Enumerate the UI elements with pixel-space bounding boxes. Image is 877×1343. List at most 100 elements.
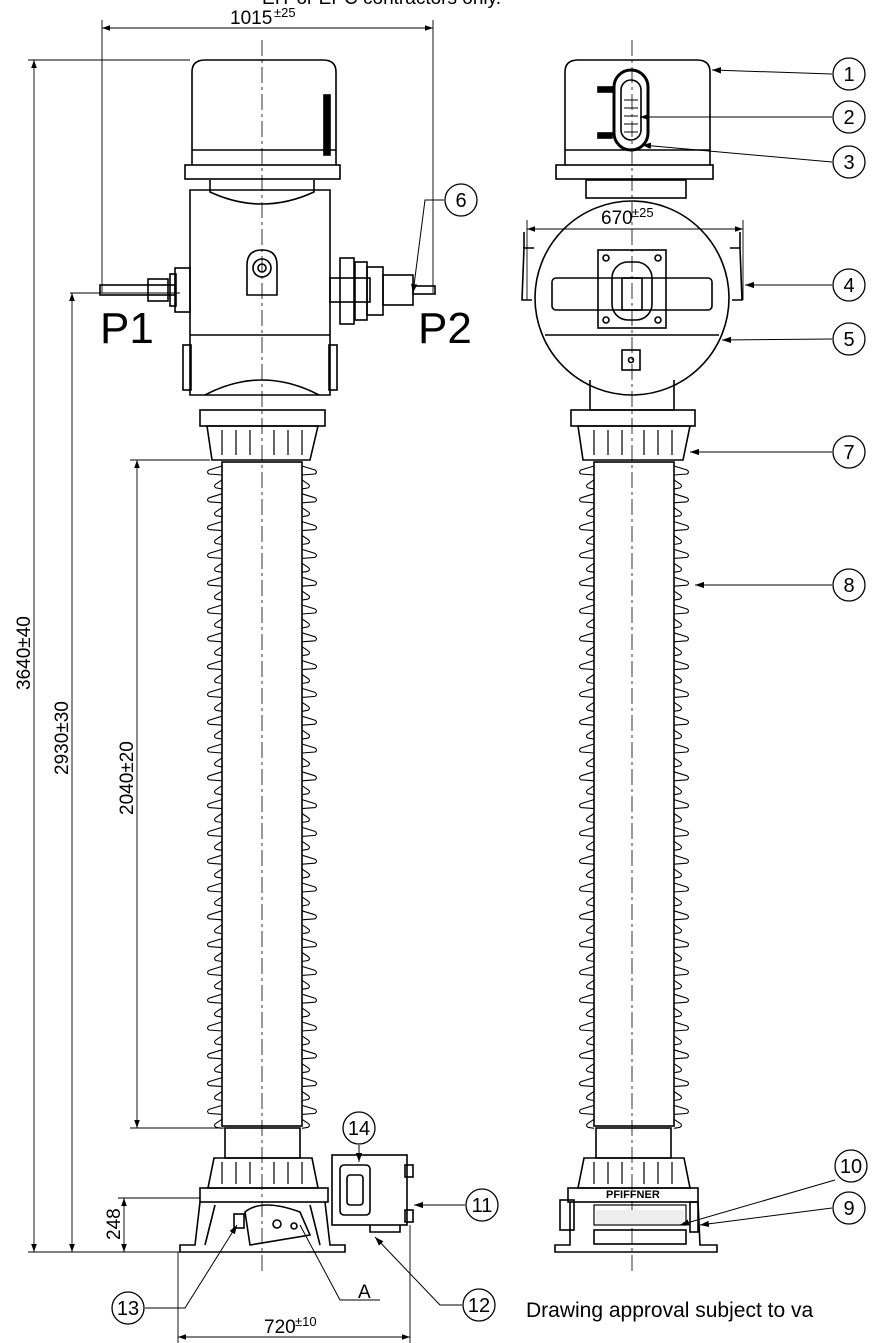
right-view	[521, 40, 743, 1272]
callout-7	[832, 435, 866, 469]
callout-12	[462, 1288, 496, 1322]
callout-3	[832, 145, 866, 179]
right-insulator-shed	[585, 896, 683, 907]
callout-12-number: 12	[468, 1295, 490, 1317]
dim-1015-value: 1015	[230, 8, 272, 29]
right-insulator-shed	[578, 1021, 690, 1032]
left-insulator-shed	[213, 1007, 311, 1018]
left-insulator-shed	[206, 632, 318, 643]
right-insulator-shed	[578, 1049, 690, 1060]
callout-14	[342, 1111, 376, 1145]
left-insulator-shed	[206, 882, 318, 893]
right-insulator-shed	[578, 1104, 690, 1115]
left-insulator-shed	[213, 1063, 311, 1074]
right-insulator-shed	[585, 535, 683, 546]
right-insulator-shed	[578, 910, 690, 921]
callout-4-number: 4	[843, 275, 854, 297]
callouts	[111, 57, 868, 1325]
right-insulator-shed	[578, 993, 690, 1004]
right-insulator-shed	[585, 924, 683, 935]
dim-248: 248	[104, 1208, 125, 1240]
right-insulator-shed	[578, 771, 690, 782]
left-insulator-shed	[206, 965, 318, 976]
header-text: EIT or EPC contractors only.	[262, 0, 501, 9]
left-insulator-shed	[213, 590, 311, 601]
left-insulator-shed	[213, 924, 311, 935]
right-insulator-shed	[578, 548, 690, 559]
left-insulator-shed	[206, 576, 318, 587]
dim-670-value: 670	[601, 208, 633, 229]
left-insulator-shed	[206, 1077, 318, 1088]
callout-leaders	[145, 67, 836, 1309]
callout-9-number: 9	[843, 1198, 854, 1220]
callout-6	[444, 183, 478, 217]
left-insulator-shed	[206, 1049, 318, 1060]
left-insulator-shed	[206, 660, 318, 671]
left-insulator-shed	[213, 646, 311, 657]
right-insulator-shed	[578, 938, 690, 949]
right-insulator-shed	[585, 813, 683, 824]
right-insulator-shed	[578, 632, 690, 643]
dim-3640: 3640±40	[14, 616, 35, 690]
section-a-label: A	[358, 1282, 371, 1303]
callout-5-number: 5	[843, 329, 854, 351]
right-insulator-shed	[585, 674, 683, 685]
callout-11-number: 11	[472, 1195, 493, 1217]
callout-4	[832, 268, 866, 302]
dim-720-value: 720	[264, 1317, 296, 1338]
section-a-leader	[299, 1224, 380, 1301]
left-insulator-shed	[206, 604, 318, 615]
left-insulator-shed	[213, 479, 311, 490]
right-insulator-shed	[578, 743, 690, 754]
left-insulator-shed	[206, 743, 318, 754]
dimension-lines	[28, 20, 744, 1343]
left-insulator-shed	[206, 521, 318, 532]
right-insulator-shed	[585, 952, 683, 963]
terminal-p2-label: P2	[418, 304, 472, 353]
callout-14-number: 14	[348, 1118, 370, 1140]
callout-9	[832, 1191, 866, 1225]
left-insulator-shed	[206, 771, 318, 782]
dim-2930: 2930±30	[52, 701, 73, 775]
right-insulator-shed	[578, 799, 690, 810]
callout-1-number: 1	[843, 64, 854, 86]
callout-3-number: 3	[843, 152, 854, 174]
left-insulator-shed	[213, 729, 311, 740]
left-insulator-shed	[213, 1091, 311, 1102]
left-insulator-shed	[213, 757, 311, 768]
nameplate-brand: PFIFFNER	[606, 1189, 660, 1201]
right-insulator-shed	[585, 1007, 683, 1018]
right-insulator-shed	[578, 493, 690, 504]
dim-2040: 2040±20	[117, 741, 138, 815]
right-insulator-shed	[585, 590, 683, 601]
terminal-p1-label: P1	[100, 304, 154, 353]
callout-11	[465, 1188, 499, 1222]
left-insulator-shed	[206, 854, 318, 865]
insulator-sheds-left	[206, 461, 318, 1129]
insulator-sheds-right	[578, 461, 690, 1129]
callout-1	[832, 57, 866, 91]
callout-13	[111, 1291, 145, 1325]
left-insulator-shed	[206, 799, 318, 810]
left-insulator-shed	[213, 813, 311, 824]
left-insulator-shed	[206, 1104, 318, 1115]
left-insulator-shed	[213, 507, 311, 518]
left-view	[99, 40, 436, 1272]
right-insulator-shed	[578, 604, 690, 615]
right-insulator-shed	[578, 826, 690, 837]
right-insulator-shed	[585, 618, 683, 629]
left-insulator-shed	[213, 701, 311, 712]
left-insulator-shed	[206, 1021, 318, 1032]
left-insulator-shed	[206, 993, 318, 1004]
left-insulator-shed	[213, 535, 311, 546]
right-insulator-shed	[585, 646, 683, 657]
right-insulator-shed	[585, 1118, 683, 1129]
callout-10-number: 10	[840, 1156, 862, 1178]
right-insulator-shed	[578, 882, 690, 893]
left-insulator-core	[221, 461, 303, 1127]
right-insulator-shed	[585, 840, 683, 851]
right-insulator-shed	[578, 521, 690, 532]
dim-720-tolerance: ±10	[295, 1314, 317, 1329]
right-insulator-shed	[578, 687, 690, 698]
